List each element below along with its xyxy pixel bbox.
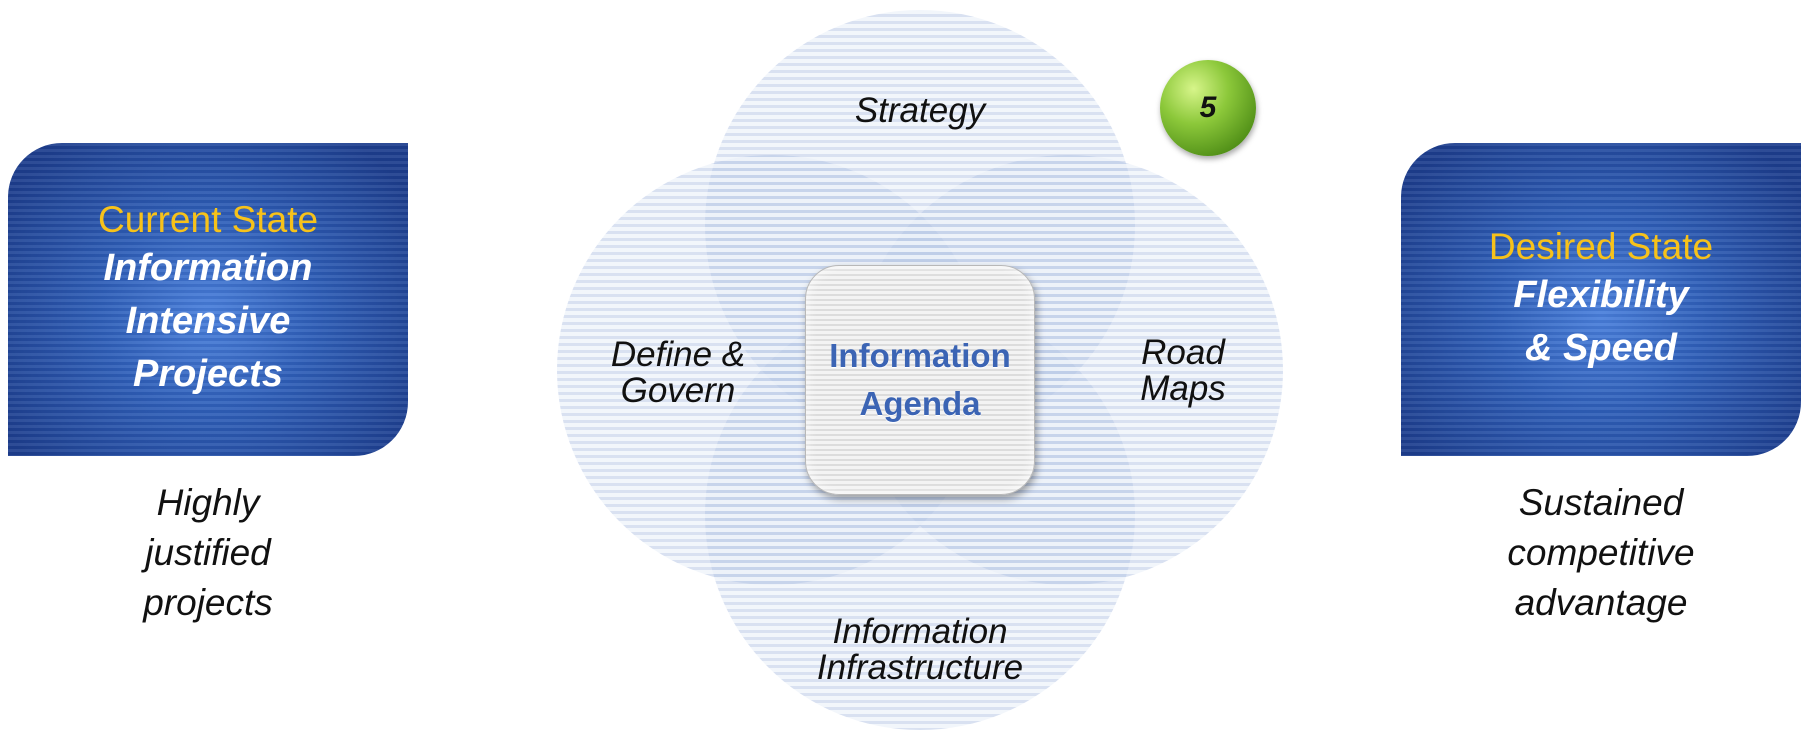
information-agenda-box: Information Agenda — [805, 265, 1035, 495]
define-govern-label: Define & Govern — [610, 335, 746, 410]
agenda-diagram: Strategy Define & Govern Road Maps Infor… — [540, 0, 1300, 739]
step-number-badge: 5 — [1160, 60, 1256, 156]
current-state-caption: Highly justified projects — [143, 482, 273, 623]
strategy-label: Strategy — [854, 91, 986, 130]
infrastructure-label: Information Infrastructure — [816, 612, 1024, 687]
desired-state-subtitle: Flexibility & Speed — [1513, 273, 1689, 369]
current-state-panel: Current State Information Intensive Proj… — [8, 143, 408, 456]
desired-state-title: Desired State — [1488, 225, 1714, 267]
current-state-subtitle: Information Intensive Projects — [103, 247, 313, 395]
desired-state-panel: Desired State Flexibility & Speed — [1401, 143, 1801, 456]
road-maps-label: Road Maps — [1140, 333, 1226, 408]
step-number: 5 — [1199, 91, 1217, 124]
information-agenda-label: Information Agenda — [829, 337, 1011, 422]
current-state-title: Current State — [97, 199, 319, 240]
desired-state-caption: Sustained competitive advantage — [1507, 482, 1695, 623]
